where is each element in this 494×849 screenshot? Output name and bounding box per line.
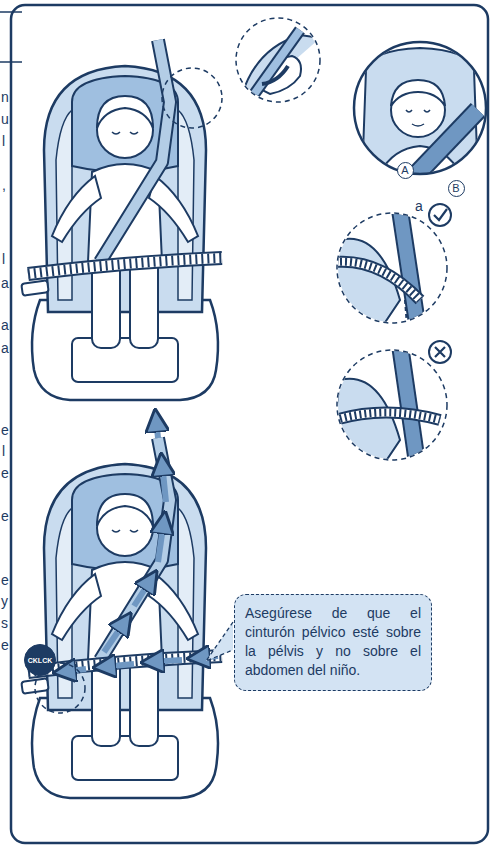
cut-text: a xyxy=(1,276,9,290)
callout-letter: A xyxy=(397,162,414,179)
note-text: Asegúrese de que el cinturón pélvico est… xyxy=(245,604,421,680)
note-box: Asegúrese de que el cinturón pélvico est… xyxy=(234,594,432,691)
node-text: A xyxy=(401,165,408,176)
cut-text: l xyxy=(2,134,5,148)
click-badge: CKLCK xyxy=(24,644,56,676)
cut-text: e xyxy=(1,638,9,652)
cut-text: y xyxy=(1,594,8,608)
node-text: CKLCK xyxy=(28,657,53,664)
cut-text: e xyxy=(1,466,9,480)
cut-text: u xyxy=(1,112,9,126)
node-text: B xyxy=(452,183,459,194)
cut-text: , xyxy=(2,178,6,192)
cut-text: e xyxy=(1,423,9,437)
cut-text: e xyxy=(1,509,9,523)
cut-text: e xyxy=(1,573,9,587)
cut-text: l xyxy=(2,444,5,458)
cut-text: a xyxy=(1,341,9,355)
cut-text: l xyxy=(2,252,5,266)
cut-text: a xyxy=(1,318,9,332)
cut-text: s xyxy=(1,616,8,630)
figure-letter: a xyxy=(415,199,423,213)
cut-text: n xyxy=(1,90,9,104)
callout-letter: B xyxy=(448,180,465,197)
